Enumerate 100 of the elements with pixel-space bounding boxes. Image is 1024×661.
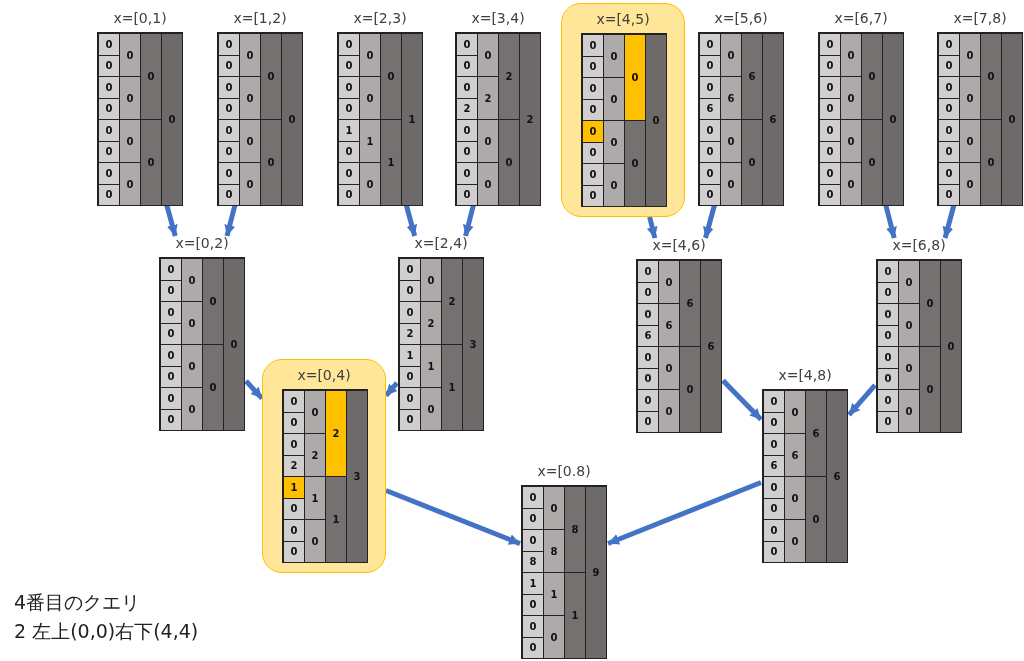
grid-cell: 1 — [543, 572, 565, 616]
grid-cell: 0 — [603, 120, 625, 164]
grid-cell: 0 — [456, 183, 478, 206]
grid-cell: 0 — [218, 119, 240, 142]
grid-cell: 0 — [959, 162, 981, 206]
grid-cell: 2 — [498, 33, 520, 120]
grid-cell: 0 — [637, 303, 659, 326]
grid-cell: 0 — [119, 119, 141, 163]
grid-cell: 0 — [763, 476, 785, 499]
arrow — [244, 379, 264, 401]
grid-cell: 0 — [938, 119, 960, 142]
grid-cell: 6 — [720, 76, 742, 120]
grid-cell: 1 — [359, 119, 381, 163]
grid-cell: 0 — [819, 33, 841, 56]
grid-cell: 0 — [720, 162, 742, 206]
grid-cell: 0 — [603, 163, 625, 207]
grid-cell: 6 — [741, 33, 763, 120]
grid-cell: 0 — [359, 33, 381, 77]
grid-cell: 0 — [959, 33, 981, 77]
grid-cell: 0 — [399, 408, 421, 431]
grid-cell: 0 — [304, 519, 326, 563]
grid-cell: 0 — [498, 119, 520, 206]
grid-cell: 0 — [720, 33, 742, 77]
grid-cell: 0 — [637, 346, 659, 369]
arrow — [462, 204, 476, 237]
grid-cell: 3 — [346, 390, 368, 563]
grid-cell: 0 — [359, 76, 381, 120]
grid-cell: 0 — [338, 162, 360, 185]
grid-cell: 1 — [401, 33, 423, 206]
grid-cell: 0 — [239, 162, 261, 206]
grid-cell: 0 — [160, 258, 182, 281]
grid-cell: 0 — [119, 162, 141, 206]
grid-cell: 0 — [940, 260, 962, 433]
grid-cell: 0 — [784, 390, 806, 434]
grid-cell: 0 — [861, 33, 883, 120]
grid-cell: 0 — [980, 119, 1002, 206]
grid-cell: 1 — [338, 119, 360, 142]
grid-cell: 0 — [456, 76, 478, 99]
grid-cell: 0 — [582, 163, 604, 186]
grid-cell: 0 — [283, 433, 305, 456]
grid-cell: 0 — [679, 346, 701, 433]
grid-cell: 0 — [477, 119, 499, 163]
grid-cell: 0 — [699, 119, 721, 142]
range-label: x=[2,3) — [352, 10, 408, 26]
grid-cell: 0 — [938, 183, 960, 206]
grid-cell: 0 — [181, 387, 203, 431]
grid-cell: 0 — [603, 34, 625, 78]
range-label: x=[4,5) — [595, 11, 651, 27]
grid-cell: 0 — [399, 387, 421, 410]
grid-cell: 0 — [840, 119, 862, 163]
grid-cell: 0 — [283, 540, 305, 563]
grid-cell: 0 — [218, 33, 240, 56]
grid-cell: 0 — [938, 33, 960, 56]
arrow — [385, 488, 521, 546]
arrow — [384, 381, 399, 398]
arrow — [847, 383, 877, 417]
grid-cell: 2 — [420, 301, 442, 345]
grid-cell: 0 — [861, 119, 883, 206]
grid-cell: 0 — [140, 33, 162, 120]
grid-cell: 0 — [456, 33, 478, 56]
arrow — [942, 204, 957, 239]
arrow — [403, 204, 418, 237]
grid-cell: 0 — [543, 615, 565, 659]
grid-cell: 0 — [202, 344, 224, 431]
grid-cell: 0 — [938, 76, 960, 99]
grid-cell: 0 — [399, 301, 421, 324]
grid-cell: 2 — [304, 433, 326, 477]
range-label: x=[0,2) — [174, 235, 230, 251]
grid-cell: 0 — [784, 519, 806, 563]
note-text: 2 左上(0,0)右下(4,4) — [14, 619, 199, 644]
grid-cell: 0 — [218, 162, 240, 185]
grid-cell: 0 — [980, 33, 1002, 120]
grid-cell: 0 — [658, 389, 680, 433]
grid-cell: 0 — [658, 260, 680, 304]
grid-cell: 0 — [181, 301, 203, 345]
grid-cell: 1 — [399, 344, 421, 367]
grid-cell: 0 — [239, 119, 261, 163]
grid-cell: 0 — [840, 162, 862, 206]
grid-cell: 6 — [826, 390, 848, 563]
grid-cell: 0 — [420, 258, 442, 302]
grid-cell: 1 — [304, 476, 326, 520]
grid-cell: 0 — [260, 33, 282, 120]
grid-cell: 0 — [877, 410, 899, 433]
grid-cell: 6 — [805, 390, 827, 477]
grid-cell: 1 — [564, 572, 586, 659]
grid-cell: 0 — [582, 120, 604, 143]
grid-cell: 0 — [119, 33, 141, 77]
grid-cell: 1 — [325, 476, 347, 563]
arrow — [646, 216, 658, 239]
grid-cell: 0 — [283, 519, 305, 542]
grid-cell: 6 — [700, 260, 722, 433]
grid-cell: 0 — [1001, 33, 1023, 206]
grid-cell: 0 — [637, 410, 659, 433]
grid-cell: 0 — [522, 636, 544, 659]
grid-cell: 0 — [877, 389, 899, 412]
grid-cell: 0 — [699, 162, 721, 185]
grid-cell: 0 — [522, 486, 544, 509]
grid-cell: 0 — [260, 119, 282, 206]
grid-cell: 3 — [462, 258, 484, 431]
grid-cell: 0 — [98, 33, 120, 56]
